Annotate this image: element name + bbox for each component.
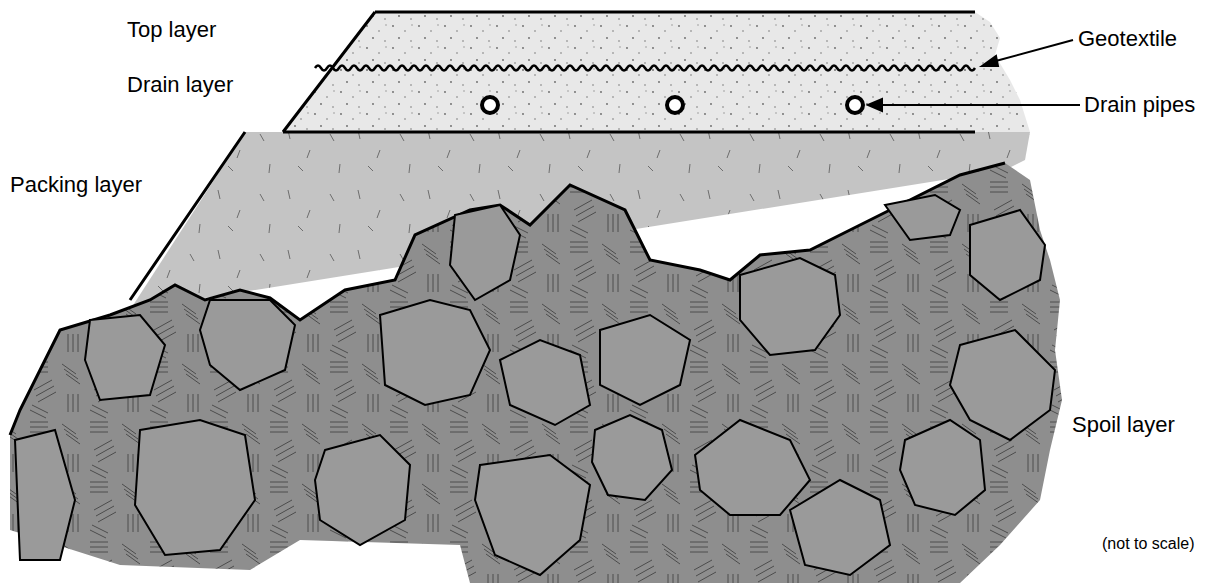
callout-label: Geotextile bbox=[1078, 26, 1177, 51]
layer-label: Spoil layer bbox=[1072, 412, 1175, 437]
layer-label: Top layer bbox=[127, 17, 216, 42]
layer-label: Drain layer bbox=[127, 72, 233, 97]
scale-note: (not to scale) bbox=[1102, 535, 1194, 553]
layer-label: Packing layer bbox=[10, 172, 142, 197]
callout-label: Drain pipes bbox=[1084, 92, 1195, 117]
